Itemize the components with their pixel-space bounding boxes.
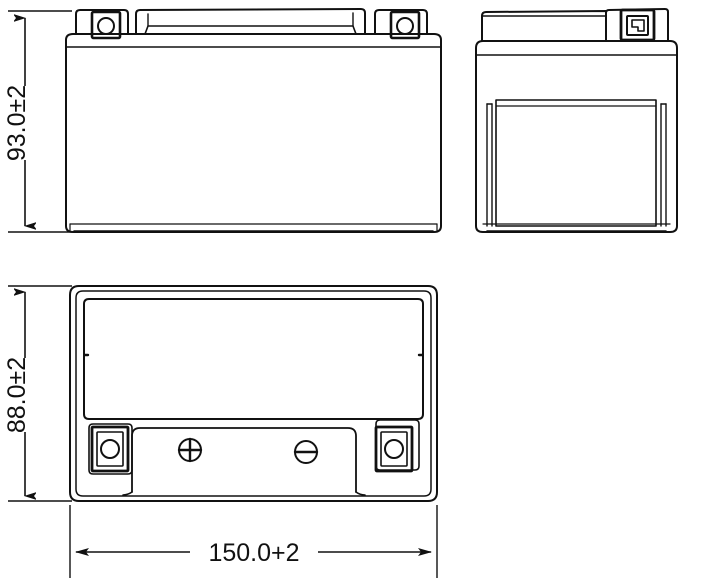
height-dimension-label: 93.0±2	[3, 85, 31, 161]
carry-handle-inner	[144, 25, 357, 35]
negative-terminal-post-hole	[384, 439, 404, 459]
positive-terminal-post-frame	[90, 425, 130, 473]
positive-polarity-mark	[177, 437, 203, 463]
depth-dimension-label: 88.0±2	[3, 357, 31, 433]
positive-terminal-post-hole	[100, 439, 120, 459]
top-label-panel	[83, 298, 424, 420]
front-base-lip-ends	[69, 223, 438, 232]
top-vent-channel-fillets	[122, 491, 366, 496]
negative-polarity-mark	[293, 440, 319, 464]
positive-terminal-block-inner	[90, 10, 122, 40]
dimension-height-93: 93.0±2	[3, 10, 72, 233]
negative-terminal-block-inner	[389, 10, 421, 40]
dimension-length-150: 150.0+2	[69, 505, 438, 578]
positive-terminal-hole	[97, 17, 115, 35]
negative-terminal-post-frame	[374, 425, 414, 473]
side-terminal-block-frame	[619, 8, 656, 42]
top-inner-outline	[75, 290, 432, 497]
side-recessed-panel	[495, 99, 657, 227]
side-terminal-notch-glyph	[631, 19, 645, 32]
top-outer-outline	[69, 285, 438, 502]
positive-polarity-cross	[177, 437, 203, 463]
positive-terminal-block-outer	[75, 9, 129, 35]
negative-terminal-post-outer	[375, 419, 420, 471]
negative-terminal-post-inner	[380, 431, 408, 467]
top-view	[69, 285, 438, 502]
carry-handle-outer	[135, 8, 366, 35]
negative-terminal-hole	[396, 17, 414, 35]
negative-terminal-block-outer	[374, 9, 428, 35]
positive-terminal-post-inner	[96, 431, 124, 467]
carry-handle-webbing	[147, 12, 354, 27]
side-terminal-block-inner	[626, 15, 649, 36]
length-dimension-label: 150.0+2	[208, 539, 299, 567]
positive-terminal-post-outer	[88, 423, 133, 475]
dimension-depth-88: 88.0±2	[3, 285, 72, 502]
side-body-outline	[475, 40, 678, 233]
side-view	[475, 8, 678, 233]
